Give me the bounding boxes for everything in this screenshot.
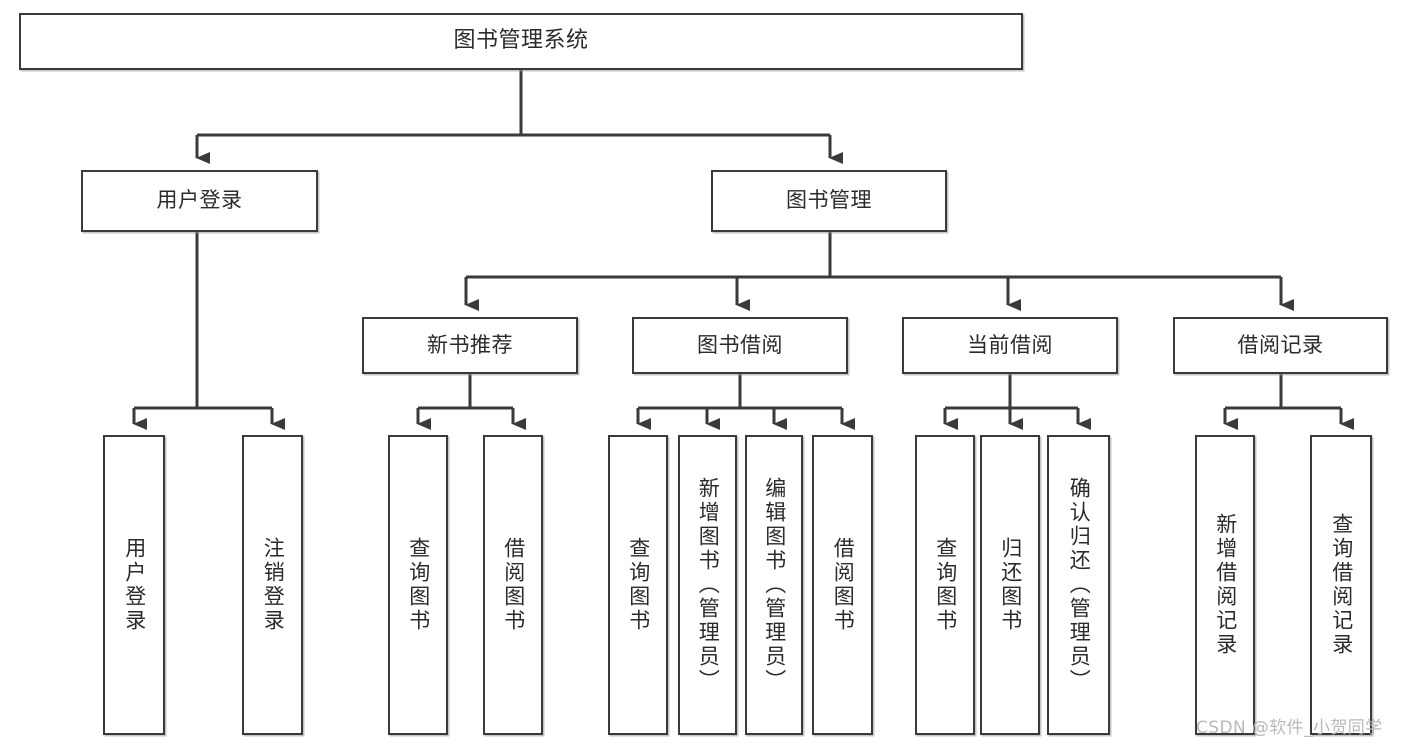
node-new-book-rec[interactable]: 新书推荐 (362, 317, 578, 374)
node-new-book-rec-label: 新书推荐 (427, 332, 513, 357)
node-current-borrow[interactable]: 当前借阅 (902, 317, 1118, 374)
node-current-borrow-label: 当前借阅 (967, 332, 1053, 357)
node-leaf-cur-query-label: 查询图书 (933, 537, 958, 633)
node-leaf-borrow-add-label: 新增图书（管理员） (696, 477, 721, 693)
node-leaf-user-login-label: 用户登录 (122, 537, 147, 633)
node-leaf-user-logout[interactable]: 注销登录 (242, 435, 303, 735)
node-root-label: 图书管理系统 (453, 28, 589, 54)
node-leaf-rec-borrow-label: 借阅图书 (501, 537, 526, 633)
node-leaf-user-login[interactable]: 用户登录 (103, 435, 165, 735)
node-leaf-cur-return-label: 归还图书 (998, 537, 1023, 633)
node-leaf-borrow-query[interactable]: 查询图书 (608, 435, 668, 735)
node-leaf-borrow-edit-label: 编辑图书（管理员） (762, 477, 787, 693)
node-leaf-rec-query-label: 查询图书 (406, 537, 431, 633)
node-book-manage[interactable]: 图书管理 (711, 170, 947, 232)
node-user-login[interactable]: 用户登录 (81, 170, 318, 232)
node-leaf-cur-confirm[interactable]: 确认归还（管理员） (1047, 435, 1110, 735)
node-leaf-cur-return[interactable]: 归还图书 (980, 435, 1040, 735)
node-book-manage-label: 图书管理 (786, 188, 872, 213)
node-leaf-borrow-add[interactable]: 新增图书（管理员） (678, 435, 737, 735)
node-book-borrow[interactable]: 图书借阅 (632, 317, 848, 374)
node-user-login-label: 用户登录 (156, 188, 243, 213)
node-leaf-user-logout-label: 注销登录 (261, 537, 286, 633)
node-borrow-record[interactable]: 借阅记录 (1173, 317, 1388, 374)
node-root[interactable]: 图书管理系统 (19, 13, 1023, 70)
csdn-watermark: CSDN @软件_小贺同学 (1196, 718, 1383, 738)
node-leaf-borrow-do-label: 借阅图书 (831, 537, 856, 633)
node-leaf-rec-add[interactable]: 新增借阅记录 (1195, 435, 1255, 735)
node-leaf-borrow-do[interactable]: 借阅图书 (812, 435, 873, 735)
node-leaf-borrow-edit[interactable]: 编辑图书（管理员） (745, 435, 803, 735)
node-leaf-cur-query[interactable]: 查询图书 (915, 435, 975, 735)
node-leaf-cur-confirm-label: 确认归还（管理员） (1067, 477, 1092, 693)
node-book-borrow-label: 图书借阅 (697, 332, 783, 357)
node-leaf-rec-borrow[interactable]: 借阅图书 (483, 435, 543, 735)
node-leaf-rec-search-label: 查询借阅记录 (1329, 513, 1354, 657)
node-leaf-rec-query[interactable]: 查询图书 (388, 435, 448, 735)
node-leaf-rec-add-label: 新增借阅记录 (1213, 513, 1238, 657)
node-leaf-borrow-query-label: 查询图书 (626, 537, 651, 633)
node-leaf-rec-search[interactable]: 查询借阅记录 (1310, 435, 1372, 735)
node-borrow-record-label: 借阅记录 (1237, 332, 1324, 357)
